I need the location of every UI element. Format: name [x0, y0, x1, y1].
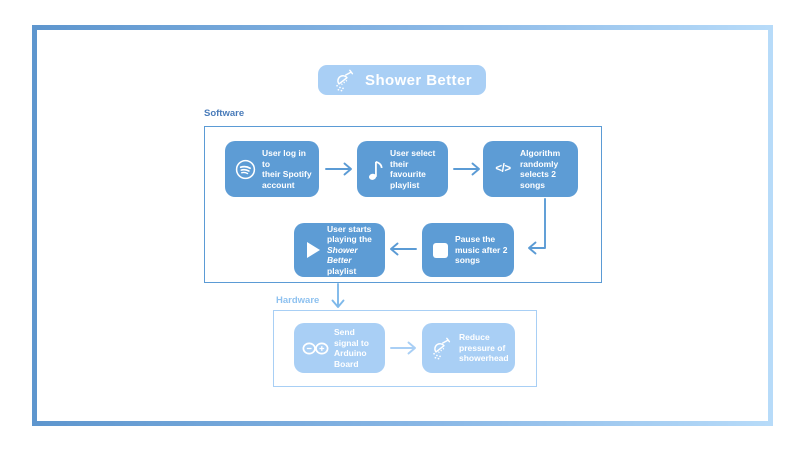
- hardware-section-label: Hardware: [276, 295, 320, 306]
- software-section-label: Software: [204, 108, 245, 119]
- shower-icon: [332, 69, 358, 92]
- title-banner: Shower Better: [318, 65, 486, 95]
- stop-icon: [429, 242, 451, 258]
- title-label: Shower Better: [365, 71, 472, 89]
- software-container: [204, 126, 602, 283]
- code-icon: </>: [495, 163, 511, 175]
- hardware-container: [273, 310, 537, 387]
- shower-icon: [429, 337, 455, 360]
- arduino-icon: [301, 340, 330, 357]
- music-note-icon: [364, 157, 386, 182]
- play-icon: [301, 242, 323, 258]
- spotify-icon: [232, 158, 258, 181]
